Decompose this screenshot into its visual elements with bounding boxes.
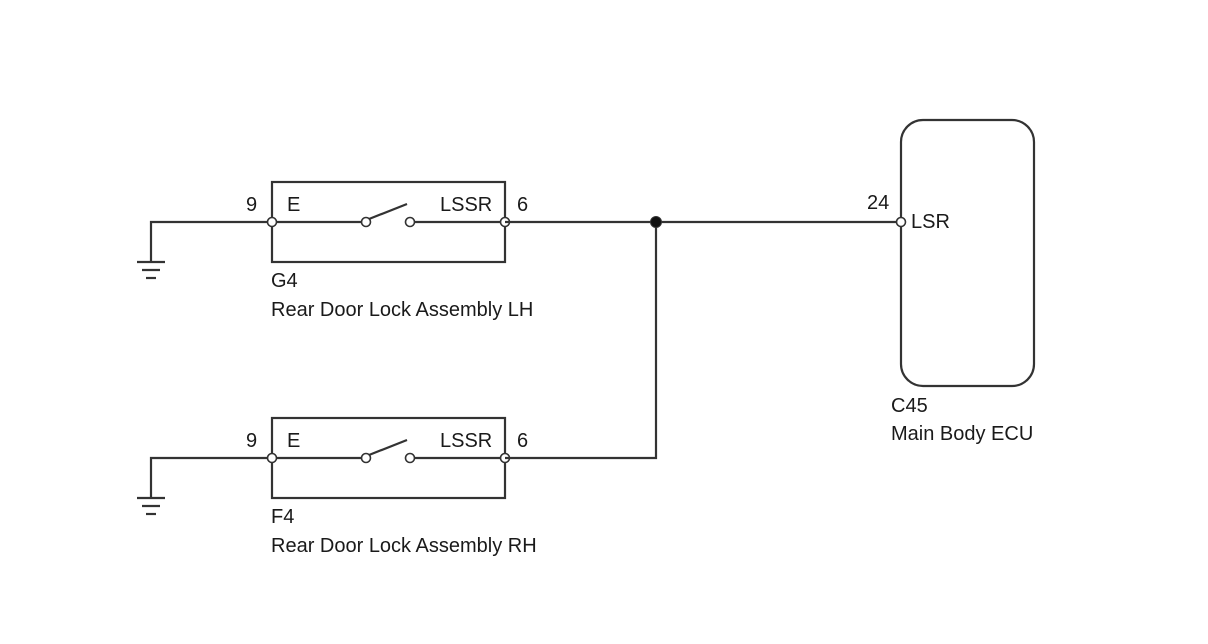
lh-ground-wire xyxy=(149,220,272,262)
lh-pin-lssr-label: LSSR xyxy=(440,194,493,216)
rh-switch-contact-right xyxy=(404,452,416,464)
rh-switch-contact-left xyxy=(360,452,372,464)
rh-lock-name: Rear Door Lock Assembly RH xyxy=(271,535,537,557)
lh-lock-name: Rear Door Lock Assembly LH xyxy=(271,299,534,321)
splice-junction xyxy=(650,216,662,228)
ecu-pin-label: LSR xyxy=(911,211,950,233)
rh-to-junction-wire xyxy=(505,222,658,460)
rh-ground-wire xyxy=(149,456,272,498)
rh-pin-e-label: E xyxy=(287,430,301,452)
rh-switch-blade xyxy=(368,438,408,457)
lh-pin-e-number: 9 xyxy=(246,194,258,216)
rh-pin-lssr-label: LSSR xyxy=(440,430,493,452)
lh-lock-code: G4 xyxy=(271,270,298,292)
lh-pin-lssr-number: 6 xyxy=(517,194,529,216)
rh-pin-e-terminal xyxy=(266,452,278,464)
ecu-pin-number: 24 xyxy=(867,192,890,214)
lh-pin-e-label: E xyxy=(287,194,301,216)
lh-switch-contact-left xyxy=(360,216,372,228)
ecu-code: C45 xyxy=(891,395,928,417)
rh-lock-code: F4 xyxy=(271,506,295,528)
rh-pin-e-number: 9 xyxy=(246,430,258,452)
lh-pin-e-terminal xyxy=(266,216,278,228)
rh-pin-lssr-number: 6 xyxy=(517,430,529,452)
lh-switch-contact-right xyxy=(404,216,416,228)
ecu-name: Main Body ECU xyxy=(891,423,1034,445)
ecu-box xyxy=(899,118,1036,388)
ecu-pin-terminal xyxy=(895,216,907,228)
lh-switch-blade xyxy=(368,202,408,221)
